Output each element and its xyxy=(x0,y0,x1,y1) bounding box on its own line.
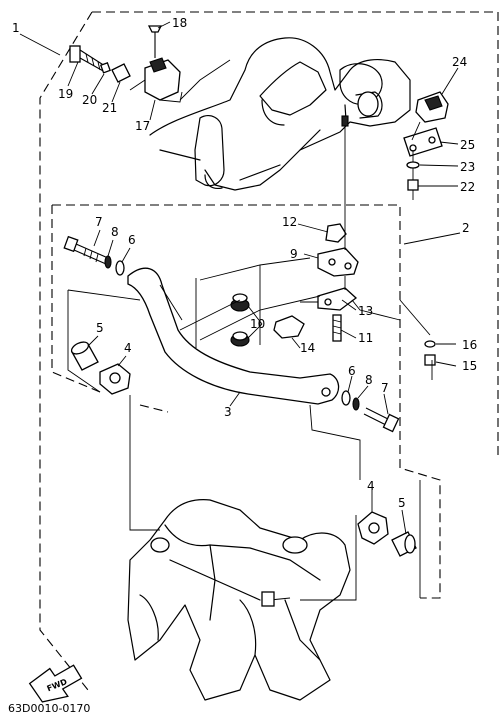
link-framework xyxy=(179,257,321,348)
forward-arrow-icon: FWD xyxy=(28,664,83,703)
part-8-washer-right xyxy=(352,397,360,411)
callout-24: 24 xyxy=(452,55,467,69)
callout-5-right: 5 xyxy=(398,496,406,510)
part-21-collar xyxy=(111,63,131,83)
callout-19: 19 xyxy=(58,87,73,101)
callout-20: 20 xyxy=(82,93,97,107)
part-6-washer-right xyxy=(341,390,351,406)
part-25-plate xyxy=(403,127,443,157)
part-6-washer-left xyxy=(115,260,125,276)
callout-18: 18 xyxy=(172,16,187,30)
part-11-threaded-rod xyxy=(332,314,342,342)
leader-24-to-25 xyxy=(411,121,421,180)
part-12-nut xyxy=(325,223,347,243)
part-7-bolt-right xyxy=(363,407,400,433)
part-5-collar-left xyxy=(70,341,99,371)
part-8-washer-left xyxy=(104,255,112,269)
connection-lines xyxy=(67,59,433,601)
callout-leaders xyxy=(19,21,461,535)
callout-4-left: 4 xyxy=(124,341,132,355)
part-18-screw xyxy=(147,25,163,58)
callout-10: 10 xyxy=(250,317,265,331)
part-20-nut xyxy=(99,62,111,74)
callout-8-left: 8 xyxy=(111,225,119,239)
callout-7-right: 7 xyxy=(381,381,389,395)
callout-5-left: 5 xyxy=(96,321,104,335)
part-5-collar-right xyxy=(391,531,417,557)
callout-21: 21 xyxy=(102,101,117,115)
part-4-nut-right xyxy=(357,511,389,545)
callout-2: 2 xyxy=(462,221,470,235)
part-4-nut-left xyxy=(99,363,131,395)
callout-3: 3 xyxy=(224,405,232,419)
assembly-outline-1 xyxy=(39,11,499,691)
part-19-bolt xyxy=(69,45,106,73)
callout-4-right: 4 xyxy=(367,479,375,493)
callout-25: 25 xyxy=(460,138,475,152)
callout-1: 1 xyxy=(12,21,20,35)
callout-17: 17 xyxy=(135,119,150,133)
part-22-bolt xyxy=(407,179,419,200)
part-14-block xyxy=(273,315,305,339)
part-15-screw xyxy=(424,354,436,366)
callout-8-right: 8 xyxy=(365,373,373,387)
callout-6-right: 6 xyxy=(348,364,356,378)
callout-23: 23 xyxy=(460,160,475,174)
lower-bracket xyxy=(127,499,351,701)
drawing-code: 63D0010-0170 xyxy=(8,702,90,715)
callout-6-left: 6 xyxy=(128,233,136,247)
callout-14: 14 xyxy=(300,341,315,355)
assembly-outline-2 xyxy=(51,204,441,599)
callout-22: 22 xyxy=(460,180,475,194)
part-3-steering-arm xyxy=(127,267,340,405)
part-17-bracket xyxy=(129,57,183,103)
callout-16: 16 xyxy=(462,338,477,352)
callout-13: 13 xyxy=(358,304,373,318)
part-7-bolt-left xyxy=(63,235,109,265)
upper-bracket-housing xyxy=(149,37,411,191)
callout-labels: 1 19 20 21 17 18 24 25 23 22 2 12 9 13 1… xyxy=(12,16,477,510)
callout-11: 11 xyxy=(358,331,373,345)
callout-7-left: 7 xyxy=(95,215,103,229)
part-16-washer xyxy=(424,340,436,348)
part-9-bracket-plate xyxy=(317,247,359,277)
callout-9: 9 xyxy=(290,247,298,261)
part-24-holder xyxy=(415,91,449,123)
part-23-washer xyxy=(406,161,420,169)
callout-12: 12 xyxy=(282,215,297,229)
callout-15: 15 xyxy=(462,359,477,373)
